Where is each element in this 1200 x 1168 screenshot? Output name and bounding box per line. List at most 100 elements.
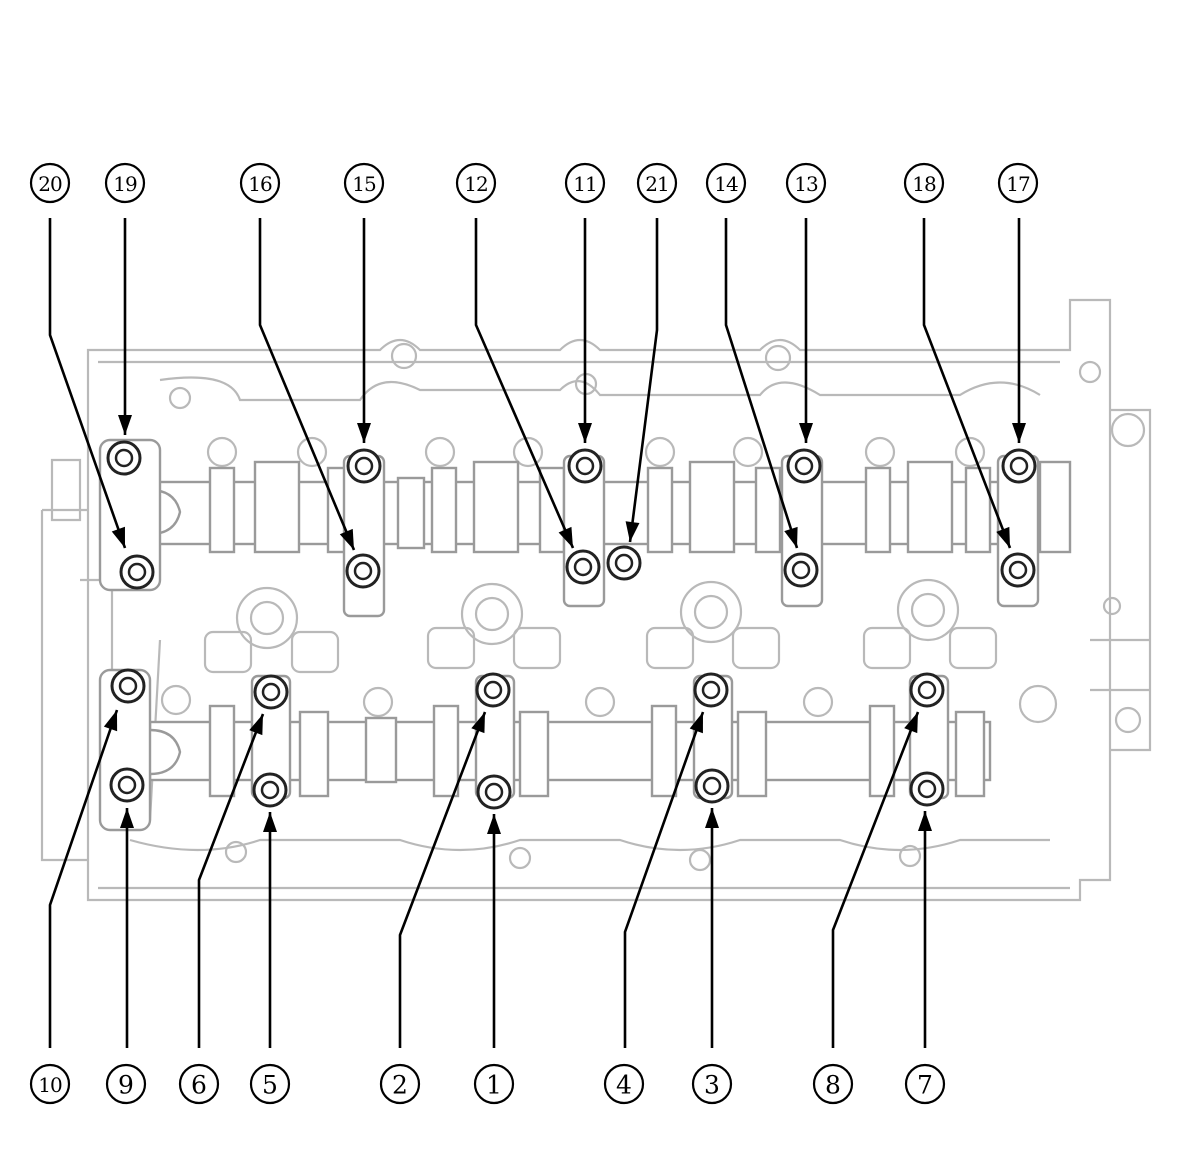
- callout-21-label: 21: [645, 172, 668, 196]
- leader-7-arrowhead: [918, 811, 932, 831]
- leader-1-arrowhead: [487, 814, 501, 834]
- leader-8: [831, 711, 920, 1048]
- leader-13-arrowhead: [799, 423, 813, 443]
- callout-14: 14: [705, 162, 747, 204]
- callout-20-label: 20: [38, 172, 62, 196]
- bolt-17-head: [1001, 448, 1037, 484]
- bolt-19-head: [106, 440, 142, 476]
- cylinder-head-drawing: [40, 298, 1152, 902]
- leader-16: [258, 218, 356, 551]
- leader-4: [623, 711, 705, 1048]
- leader-20: [48, 218, 127, 549]
- callout-14-label: 14: [714, 172, 738, 196]
- callout-17-label: 17: [1006, 172, 1030, 196]
- leader-10: [48, 709, 119, 1048]
- bolt-12-head: [565, 549, 601, 585]
- leader-2-arrowhead: [471, 712, 485, 734]
- callout-6-label: 6: [191, 1071, 207, 1100]
- callout-10: 10: [29, 1063, 71, 1105]
- callout-5-label: 5: [262, 1071, 278, 1100]
- leader-17-arrowhead: [1012, 423, 1026, 443]
- leader-12-arrowhead: [558, 526, 573, 548]
- callout-19-label: 19: [113, 172, 137, 196]
- intake-camshaft: [148, 460, 1072, 554]
- bolt-1-head: [476, 774, 512, 810]
- bolt-21-head: [606, 545, 642, 581]
- callout-8: 8: [812, 1063, 854, 1105]
- callout-7: 7: [904, 1063, 946, 1105]
- bolt-13-head: [786, 448, 822, 484]
- callout-16-label: 16: [248, 172, 272, 196]
- bolt-7-head: [909, 771, 945, 807]
- leader-6: [197, 713, 265, 1048]
- callout-19: 19: [104, 162, 146, 204]
- callout-1-label: 1: [486, 1071, 502, 1100]
- callout-1: 1: [473, 1063, 515, 1105]
- bolt-3-head: [694, 768, 730, 804]
- callout-21: 21: [636, 162, 678, 204]
- bolt-6-head: [253, 674, 289, 710]
- leader-14-arrowhead: [784, 526, 798, 548]
- leader-21: [628, 218, 659, 543]
- callout-12: 12: [455, 162, 497, 204]
- callout-10-label: 10: [38, 1073, 62, 1097]
- bolt-10-head: [110, 668, 146, 704]
- callout-18-label: 18: [912, 172, 936, 196]
- callout-20: 20: [29, 162, 71, 204]
- bolt-14-head: [783, 552, 819, 588]
- leader-11-arrowhead: [578, 423, 592, 443]
- leader-3-arrowhead: [705, 808, 719, 828]
- bolt-16-head: [345, 553, 381, 589]
- callout-17: 17: [997, 162, 1039, 204]
- leader-14: [724, 218, 799, 549]
- callout-13-label: 13: [794, 172, 818, 196]
- bolt-18-head: [1000, 552, 1036, 588]
- callout-13: 13: [785, 162, 827, 204]
- callout-15-label: 15: [352, 172, 376, 196]
- leader-5-arrowhead: [263, 812, 277, 832]
- leader-19-arrowhead: [118, 415, 132, 435]
- bolt-11-head: [567, 448, 603, 484]
- callout-2-label: 2: [392, 1071, 408, 1100]
- callout-4-label: 4: [616, 1071, 632, 1100]
- callout-16: 16: [239, 162, 281, 204]
- leader-4-arrowhead: [689, 712, 703, 734]
- leader-20-arrowhead: [111, 526, 125, 548]
- callout-3-label: 3: [704, 1071, 720, 1100]
- callout-4: 4: [603, 1063, 645, 1105]
- callout-9: 9: [105, 1063, 147, 1105]
- leader-18: [922, 218, 1012, 549]
- bolt-8-head: [909, 672, 945, 708]
- callout-3: 3: [691, 1063, 733, 1105]
- bolt-heads: [106, 440, 1037, 810]
- callout-2: 2: [379, 1063, 421, 1105]
- leader-18-arrowhead: [996, 526, 1010, 548]
- bolt-4-head: [693, 672, 729, 708]
- callout-9-label: 9: [118, 1071, 134, 1100]
- callout-15: 15: [343, 162, 385, 204]
- leader-16-arrowhead: [339, 528, 354, 550]
- leader-8-arrowhead: [904, 712, 918, 734]
- callout-7-label: 7: [917, 1071, 933, 1100]
- bolt-20-head: [119, 554, 155, 590]
- leader-9-arrowhead: [120, 808, 134, 828]
- leader-2: [398, 711, 487, 1048]
- bolt-5-head: [252, 772, 288, 808]
- leader-lines: [48, 218, 1026, 1048]
- callout-11-label: 11: [573, 172, 596, 196]
- bolt-9-head: [109, 767, 145, 803]
- bolt-2-head: [475, 672, 511, 708]
- leader-6-arrowhead: [249, 714, 263, 736]
- callout-5: 5: [249, 1063, 291, 1105]
- callout-6: 6: [178, 1063, 220, 1105]
- callout-11: 11: [564, 162, 606, 204]
- bolt-15-head: [346, 448, 382, 484]
- callout-12-label: 12: [464, 172, 487, 196]
- leader-12: [474, 218, 575, 549]
- callout-8-label: 8: [825, 1071, 841, 1100]
- leader-15-arrowhead: [357, 423, 371, 443]
- callout-18: 18: [903, 162, 945, 204]
- leader-21-arrowhead: [625, 521, 640, 542]
- leader-10-arrowhead: [103, 710, 118, 732]
